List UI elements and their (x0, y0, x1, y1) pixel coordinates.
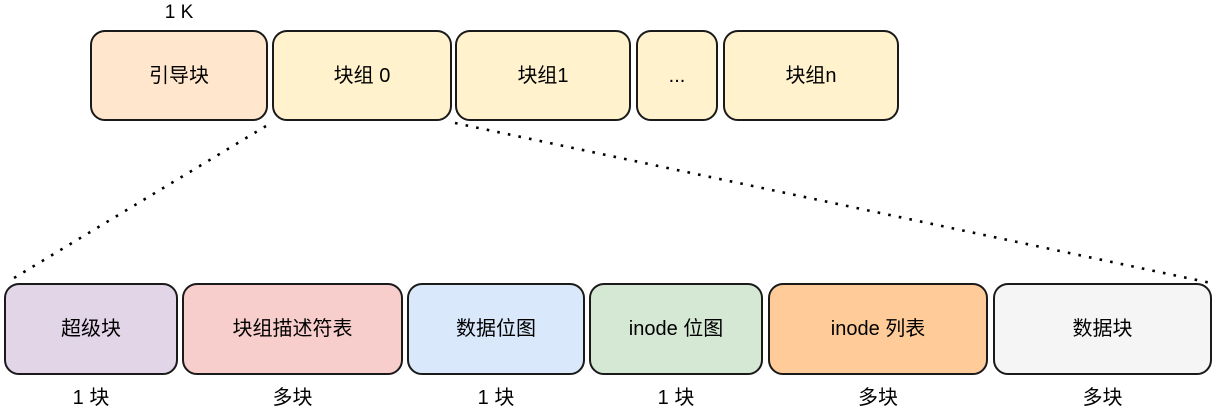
block-group-0-label: 块组 0 (333, 64, 391, 87)
group-descriptor-table-count: 多块 (272, 387, 313, 409)
data-bitmap-box: 数据位图 (407, 283, 585, 375)
expand-line-right (454, 121, 1212, 285)
superblock-label: 超级块 (61, 318, 121, 340)
expand-line-left (8, 124, 267, 283)
data-blocks-box: 数据块 (993, 283, 1212, 375)
block-group-ellipsis: ... (636, 30, 718, 121)
data-blocks-label: 数据块 (1072, 318, 1133, 340)
group-descriptor-table-box: 块组描述符表 (182, 283, 403, 375)
inode-table-label: inode 列表 (830, 318, 926, 340)
block-boot: 引导块 (90, 30, 268, 121)
data-bitmap-count: 1 块 (477, 387, 515, 409)
superblock-box: 超级块 (4, 283, 178, 375)
inode-bitmap-label: inode 位图 (628, 318, 724, 340)
block-group-0: 块组 0 (272, 30, 452, 121)
block-group-ellipsis-label: ... (668, 64, 686, 87)
group-descriptor-table-label: 块组描述符表 (232, 318, 353, 340)
data-blocks-count: 多块 (1082, 387, 1123, 409)
block-group-n-label: 块组n (785, 64, 837, 87)
block-boot-label: 引导块 (149, 64, 209, 87)
inode-table-count: 多块 (858, 387, 898, 409)
inode-table-box: inode 列表 (768, 283, 988, 375)
superblock-count: 1 块 (72, 387, 110, 409)
block-group-1: 块组1 (455, 30, 631, 121)
block-group-1-label: 块组1 (517, 64, 569, 87)
block-group-n: 块组n (723, 30, 899, 121)
inode-bitmap-box: inode 位图 (589, 283, 763, 375)
inode-bitmap-count: 1 块 (657, 387, 695, 409)
size-annotation: 1 K (164, 2, 194, 23)
data-bitmap-label: 数据位图 (456, 318, 536, 340)
